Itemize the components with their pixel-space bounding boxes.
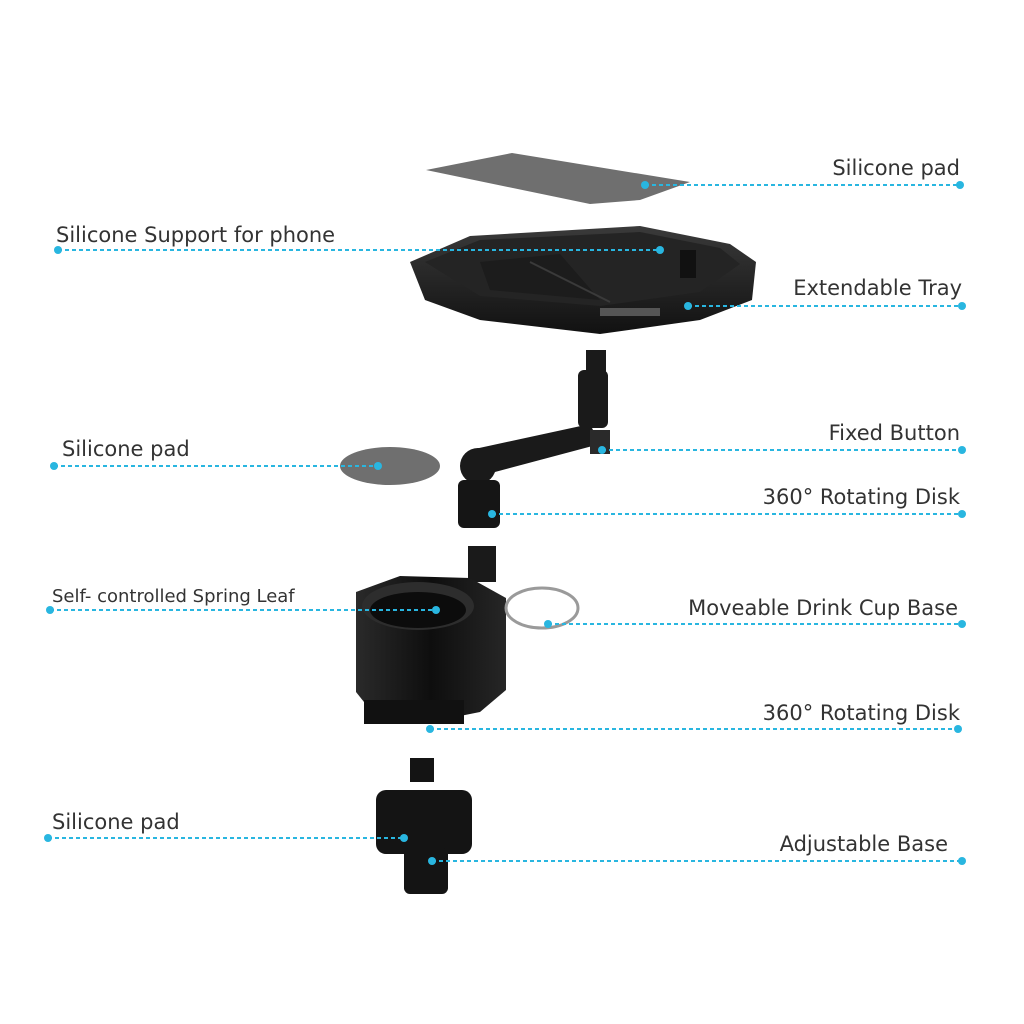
label-silicone-pad-left: Silicone pad xyxy=(62,437,190,461)
label-silicone-pad-top: Silicone pad xyxy=(832,156,960,180)
leader-endpoints xyxy=(44,181,966,865)
label-rotating-disk-lower: 360° Rotating Disk xyxy=(762,701,960,725)
support-arm-part xyxy=(460,350,610,484)
leader-lines xyxy=(48,184,962,862)
label-silicone-support-phone: Silicone Support for phone xyxy=(56,223,336,247)
adjustable-base-part xyxy=(376,758,472,894)
label-silicone-pad-bottom: Silicone pad xyxy=(52,810,180,834)
label-extendable-tray: Extendable Tray xyxy=(793,276,962,300)
label-moveable-drink-cup-base: Moveable Drink Cup Base xyxy=(688,596,958,620)
label-adjustable-base: Adjustable Base xyxy=(779,832,948,856)
extendable-tray-part xyxy=(410,226,756,334)
silicone-pad-left-part xyxy=(340,447,440,485)
label-fixed-button: Fixed Button xyxy=(828,421,960,445)
drink-cup-base-part xyxy=(356,546,580,724)
silicone-pad-top-part xyxy=(426,153,690,204)
upper-rotating-disk-part xyxy=(458,480,500,528)
label-rotating-disk-upper: 360° Rotating Disk xyxy=(762,485,960,509)
label-spring-leaf: Self- controlled Spring Leaf xyxy=(52,586,295,607)
